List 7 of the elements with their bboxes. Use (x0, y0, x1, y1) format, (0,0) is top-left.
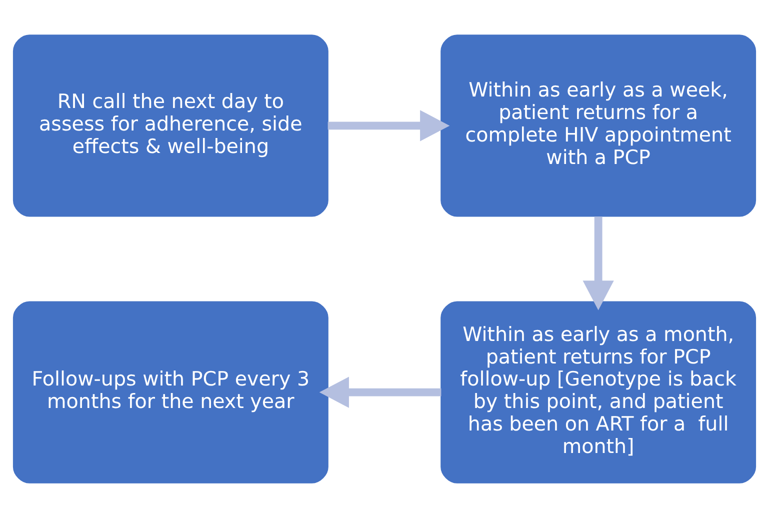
node-box: RN call the next day to assess for adherence, side effects & well-being (12, 34, 328, 216)
arrow (582, 216, 614, 310)
arrow (328, 110, 450, 141)
node-box: Within as early as a month, patient returns for PCP follow-up [Genotype is back by this point, and patient has been on ART for a full month] (440, 300, 756, 483)
arrow (319, 376, 442, 408)
node-box: Within as early as a week, patient returns for a complete HIV appointment with a PCP (440, 34, 756, 216)
node-box: Follow-ups with PCP every 3 months for the next year (12, 300, 328, 483)
